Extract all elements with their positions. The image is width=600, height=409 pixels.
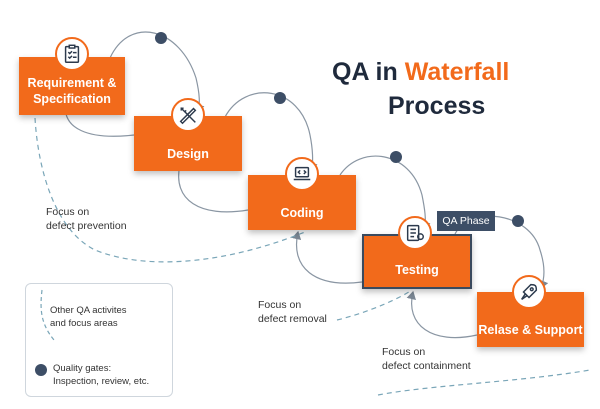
phase-label: Design [167, 146, 209, 161]
note-line1: Focus on [46, 206, 90, 218]
focus-note-removal: Focus on defect removal [258, 298, 327, 326]
back-loop-4 [406, 290, 478, 339]
note-line2: defect containment [382, 360, 471, 373]
phase-label: Coding [280, 205, 324, 220]
note-line2: defect removal [258, 313, 327, 326]
phase-label: Testing [395, 262, 439, 277]
forward-arc-2 [224, 92, 318, 173]
title-line-1: QA in Waterfall [332, 58, 509, 87]
legend-line3: Quality gates: [53, 363, 112, 374]
dashed-focus-curve-3 [377, 369, 591, 396]
title-line-2: Process [388, 92, 486, 120]
dashed-focus-curve-2 [336, 289, 413, 321]
legend-line2: and focus areas [50, 317, 118, 329]
note-line1: Focus on [382, 346, 426, 358]
quality-gate-dot [390, 151, 402, 163]
qa-phase-tag: QA Phase [437, 211, 495, 231]
title-part1: QA in [332, 58, 405, 86]
legend-quality-gate-dot [35, 364, 47, 376]
focus-note-prevention: Focus on defect prevention [46, 205, 127, 233]
laptop-code-icon [285, 157, 319, 191]
pencil-ruler-icon [171, 98, 205, 132]
forward-arc-3 [339, 155, 431, 232]
phase-label: Relase & Support [478, 322, 583, 337]
phase-requirement-specification: Requirement & Specification [19, 57, 125, 115]
quality-gate-dot [512, 215, 524, 227]
legend-dashed-label: Other QA activites and focus areas [50, 305, 127, 331]
phase-label-line2: Specification [33, 91, 111, 106]
rocket-icon [512, 275, 546, 309]
quality-gate-dot [274, 92, 286, 104]
phase-label-line1: Requirement & [27, 75, 117, 90]
legend-line4: Inspection, review, etc. [53, 375, 150, 387]
focus-note-containment: Focus on defect containment [382, 345, 471, 373]
legend-line1: Other QA activites [50, 305, 127, 316]
checklist-gear-icon [398, 216, 432, 250]
legend-box: Other QA activites and focus areas Quali… [25, 283, 173, 397]
back-loop-3 [291, 230, 363, 284]
dashed-focus-curve-1 [34, 117, 306, 263]
note-line1: Focus on [258, 299, 302, 311]
quality-gate-dot [155, 32, 167, 44]
title-accent: Waterfall [404, 58, 510, 86]
note-line2: defect prevention [46, 220, 127, 233]
legend-dot-label: Quality gates: Inspection, review, etc. [53, 363, 149, 389]
clipboard-checklist-icon [55, 37, 89, 71]
